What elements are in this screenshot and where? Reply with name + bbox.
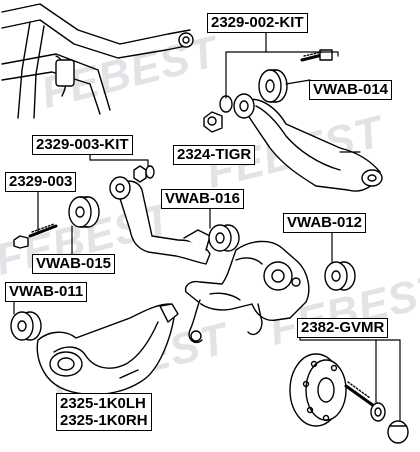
label-2325-1k0lh: 2325-1K0LH <box>60 395 146 412</box>
camber-link-arm <box>109 176 211 265</box>
label-2329-002-kit: 2329-002-KIT <box>207 13 308 33</box>
wheel-carrier-knuckle <box>184 240 310 344</box>
label-vwab-015: VWAB-015 <box>32 254 116 274</box>
label-2325-arm-pair: 2325-1K0LH 2325-1K0RH <box>56 393 152 431</box>
lower-control-arm-2325 <box>36 303 179 396</box>
wheel-hub-bearing <box>289 353 409 444</box>
bushing-vwab-015 <box>68 196 100 228</box>
control-arm-2324-tigr <box>233 93 383 192</box>
label-vwab-016: VWAB-016 <box>161 189 245 209</box>
bolt-kit-upper <box>203 49 333 133</box>
label-2329-003: 2329-003 <box>5 172 77 192</box>
label-2324-tigr: 2324-TIGR <box>173 145 256 165</box>
bushing-vwab-014 <box>258 69 288 103</box>
bushing-vwab-011 <box>10 311 42 341</box>
leader-lines <box>13 31 401 421</box>
bushing-vwab-016 <box>208 224 240 252</box>
bolt-2329-003 <box>13 223 58 249</box>
bushing-vwab-012 <box>324 261 356 291</box>
label-vwab-012: VWAB-012 <box>283 213 367 233</box>
label-2329-003-kit: 2329-003-KIT <box>32 135 133 155</box>
label-vwab-011: VWAB-011 <box>5 282 88 302</box>
label-2382-gvmr: 2382-GVMR <box>297 318 389 338</box>
label-2325-1k0rh: 2325-1K0RH <box>60 412 148 429</box>
bolt-kit-middle <box>133 165 155 183</box>
subframe-illustration <box>1 3 194 119</box>
label-vwab-014: VWAB-014 <box>309 80 393 100</box>
